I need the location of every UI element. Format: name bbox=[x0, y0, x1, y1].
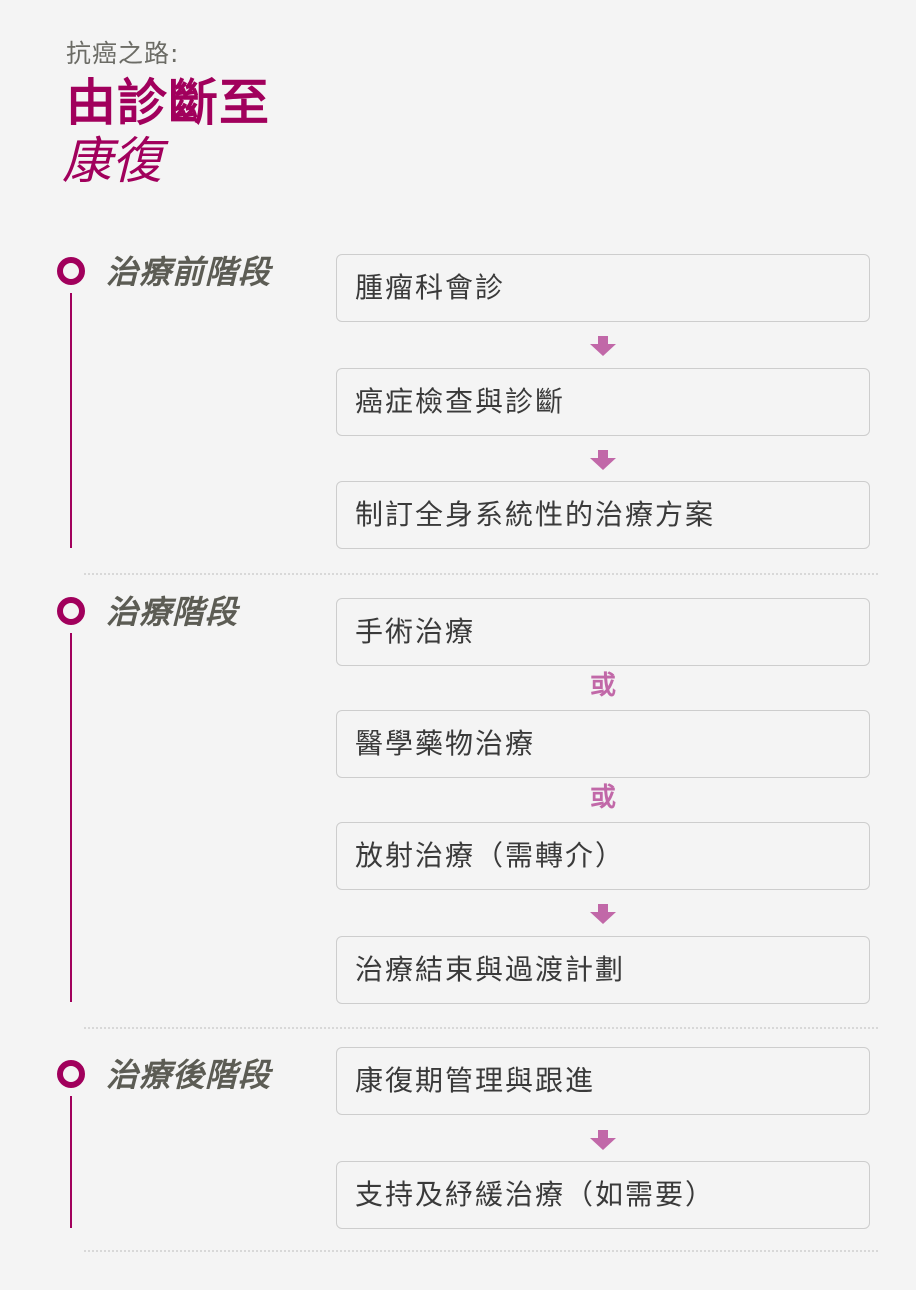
step-label: 支持及紓緩治療（如需要） bbox=[355, 1178, 716, 1211]
step-label: 腫瘤科會診 bbox=[355, 271, 506, 304]
section-divider bbox=[84, 1027, 878, 1029]
page-title: 由診斷至 bbox=[66, 74, 270, 132]
step-box: 手術治療 bbox=[336, 598, 870, 666]
step-label: 醫學藥物治療 bbox=[355, 727, 536, 760]
stage-marker-icon bbox=[57, 257, 85, 285]
page-subtitle: 康復 bbox=[62, 132, 162, 190]
step-box: 制訂全身系統性的治療方案 bbox=[336, 481, 870, 549]
step-label: 制訂全身系統性的治療方案 bbox=[355, 498, 716, 531]
step-label: 癌症檢查與診斷 bbox=[355, 385, 566, 418]
timeline-line bbox=[70, 1096, 72, 1228]
step-box: 腫瘤科會診 bbox=[336, 254, 870, 322]
step-box: 醫學藥物治療 bbox=[336, 710, 870, 778]
step-label: 康復期管理與跟進 bbox=[355, 1064, 596, 1097]
or-connector: 或 bbox=[589, 671, 616, 701]
timeline-line bbox=[70, 633, 72, 1002]
section-divider bbox=[84, 573, 878, 575]
step-box: 治療結束與過渡計劃 bbox=[336, 936, 870, 1004]
step-label: 手術治療 bbox=[355, 615, 476, 648]
page-kicker: 抗癌之路: bbox=[66, 39, 180, 68]
step-box: 康復期管理與跟進 bbox=[336, 1047, 870, 1115]
step-label: 治療結束與過渡計劃 bbox=[355, 953, 626, 986]
or-connector: 或 bbox=[589, 783, 616, 813]
section-divider bbox=[84, 1250, 878, 1252]
stage-marker-icon bbox=[57, 1060, 85, 1088]
arrow-down-icon bbox=[590, 450, 616, 470]
arrow-down-icon bbox=[590, 336, 616, 356]
step-box: 癌症檢查與診斷 bbox=[336, 368, 870, 436]
step-box: 支持及紓緩治療（如需要） bbox=[336, 1161, 870, 1229]
timeline-line bbox=[70, 293, 72, 548]
arrow-down-icon bbox=[590, 904, 616, 924]
page-header: 抗癌之路: 由診斷至 康復 bbox=[62, 36, 270, 190]
stage-label: 治療後階段 bbox=[106, 1056, 272, 1094]
step-box: 放射治療（需轉介） bbox=[336, 822, 870, 890]
step-label: 放射治療（需轉介） bbox=[355, 839, 626, 872]
stage-label: 治療前階段 bbox=[106, 253, 272, 291]
stage-label: 治療階段 bbox=[106, 593, 239, 631]
stage-marker-icon bbox=[57, 597, 85, 625]
arrow-down-icon bbox=[590, 1130, 616, 1150]
